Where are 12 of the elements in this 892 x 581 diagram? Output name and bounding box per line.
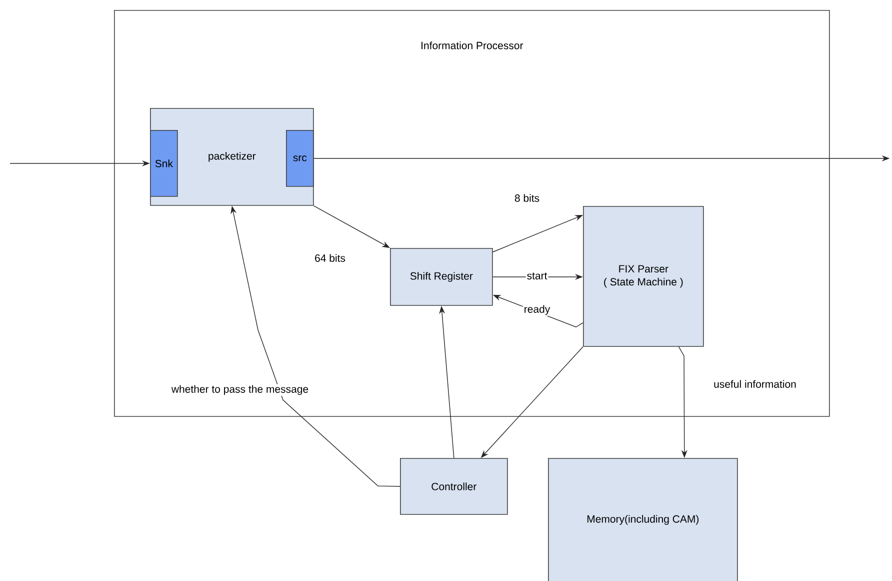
edge-label: 8 bits [513, 193, 541, 203]
edge-label: whether to pass the message [170, 384, 310, 396]
process-box: FIX Parser ( State Machine ) [583, 206, 704, 347]
process-box: Controller [400, 458, 508, 515]
edge-label: 64 bits [314, 253, 346, 263]
edge-label: useful information [712, 379, 798, 389]
process-box: Shift Register [390, 248, 493, 306]
port-box: Snk [150, 130, 178, 197]
edge-label: start [526, 272, 548, 280]
port-box: src [286, 130, 314, 187]
edge-label: ready [522, 304, 552, 316]
process-box: Memory(including CAM) [548, 458, 738, 581]
